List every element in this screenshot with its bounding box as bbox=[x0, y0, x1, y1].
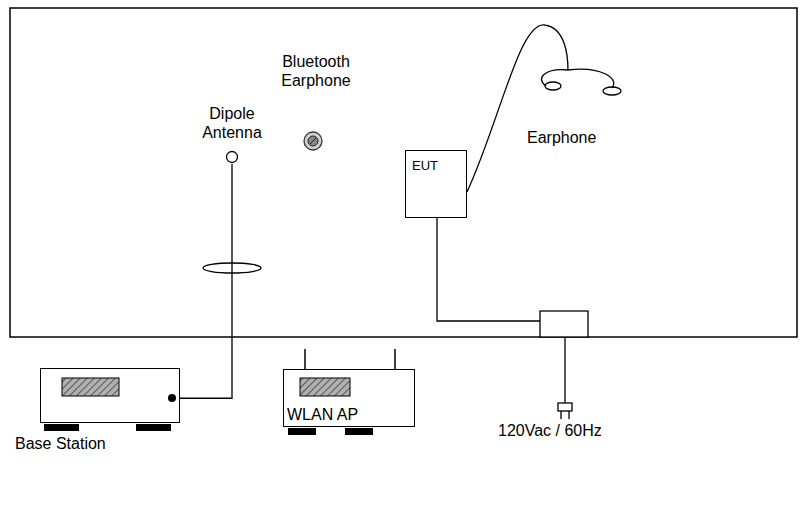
earphone-drawing bbox=[467, 25, 621, 192]
power-wiring bbox=[437, 218, 588, 419]
wlan-ap-housing: WLAN AP bbox=[283, 369, 415, 427]
base-station-parts bbox=[40, 368, 180, 438]
base-station: Base Station bbox=[10, 368, 180, 453]
node-label: Dipole Antenna bbox=[192, 104, 272, 142]
node-label: Base Station bbox=[10, 434, 180, 453]
base-station-housing bbox=[40, 368, 180, 423]
part-label: 120Vac / 60Hz bbox=[498, 421, 602, 440]
eut-box: EUT bbox=[405, 150, 467, 218]
part-label: Earphone bbox=[527, 128, 596, 147]
antenna-cable bbox=[180, 164, 232, 398]
bluetooth-earphone-icon bbox=[304, 132, 322, 150]
node-label: EUT bbox=[412, 158, 460, 173]
wlan-access-point: WLAN AP bbox=[283, 349, 415, 427]
antenna-tip bbox=[225, 150, 239, 164]
part-label: Bluetooth Earphone bbox=[262, 52, 370, 90]
dipole-antenna: Dipole Antenna bbox=[192, 104, 272, 164]
node-label: WLAN AP bbox=[287, 405, 358, 424]
test-table bbox=[10, 8, 797, 337]
